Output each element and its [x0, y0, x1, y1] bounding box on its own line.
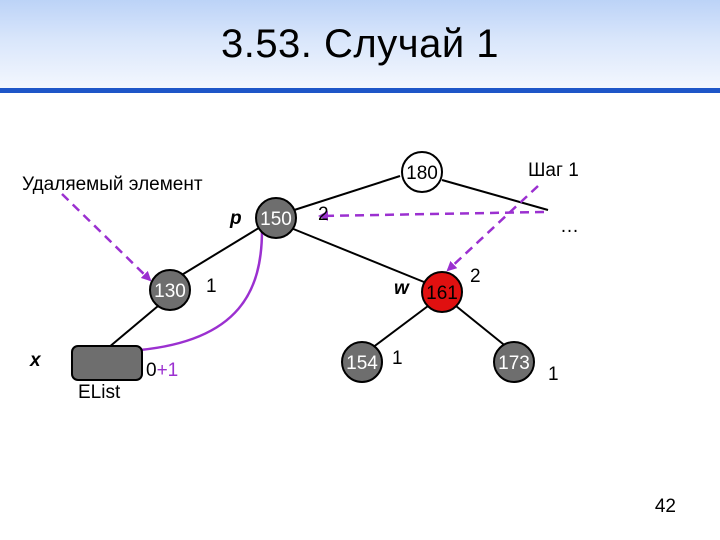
node-key: 161 [426, 283, 458, 304]
node-154: 154 [341, 341, 383, 383]
edge-150-161 [285, 225, 425, 283]
var-label-x: x [29, 350, 42, 371]
var-label-w: w [394, 278, 410, 299]
height-label-130: 1 [206, 276, 217, 297]
slide-title: 3.53. Случай 1 [220, 22, 500, 66]
rotation-curve [139, 229, 264, 352]
step-label: Шаг 1 [528, 160, 579, 181]
height-label-150: 2 [318, 204, 329, 225]
arrow-to-p [318, 210, 545, 221]
node-150: 150 [255, 197, 297, 239]
node-key: 150 [260, 209, 292, 230]
node-161: 161 [421, 271, 463, 313]
dashed-arrows [61, 185, 545, 282]
height-label-161: 2 [470, 266, 481, 287]
deleted-element-label: Удаляемый элемент [22, 174, 203, 195]
arrow-to-w [446, 185, 539, 272]
node-180: 180 [401, 151, 443, 193]
header-band [0, 0, 720, 88]
var-label-p: p [229, 208, 242, 229]
node-key: 130 [154, 281, 186, 302]
elist-node [71, 345, 143, 381]
arrow-deleted-element [61, 193, 152, 282]
node-173: 173 [493, 341, 535, 383]
elist-height-base: 0 [146, 360, 157, 381]
node-130: 130 [149, 269, 191, 311]
edge-130-elist [107, 305, 159, 349]
header-rule [0, 88, 720, 93]
ellipsis-label: … [560, 216, 579, 237]
edge-161-154 [371, 305, 429, 349]
edge-180-150 [287, 175, 401, 213]
node-key: 173 [498, 353, 530, 374]
height-label-173: 1 [548, 364, 559, 385]
height-label-154: 1 [392, 348, 403, 369]
edge-180-ellipsis [441, 179, 549, 211]
edge-161-173 [455, 305, 509, 349]
elist-height-label: 0+1 [146, 360, 178, 381]
tree-edges [107, 175, 549, 349]
node-key: 180 [406, 163, 438, 184]
page-number: 42 [655, 496, 676, 517]
elist-height-op: +1 [157, 360, 179, 381]
node-key: 154 [346, 353, 378, 374]
elist-label: EList [78, 382, 121, 403]
edge-150-130 [179, 225, 263, 277]
